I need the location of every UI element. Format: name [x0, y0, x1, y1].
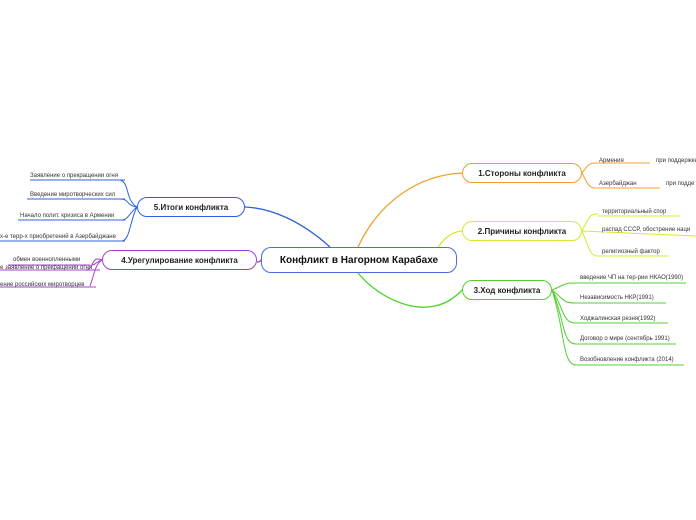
leaf-independence-1991[interactable]: Независимость НКР(1991): [580, 295, 654, 301]
leaf-azerbaijan-territorial-gains[interactable]: х-е терр-х приобретений в Азербайджане: [0, 234, 116, 240]
connector-b1: [357, 172, 463, 248]
branch-causes[interactable]: 2.Причины конфликта: [462, 221, 582, 241]
leaf-azerbaijan[interactable]: Азербайджан: [599, 181, 637, 187]
leaf-armenia-political-crisis[interactable]: Начало полит. кризиса в Армении: [20, 213, 115, 219]
leaf-ceasefire[interactable]: Заявление о прекращении огня: [30, 173, 118, 179]
leaf-ussr-collapse[interactable]: распад СССР, обострение наци: [602, 227, 691, 233]
leaf-territorial-dispute[interactable]: территориальный спор: [602, 209, 667, 215]
leaf-russian-peacekeepers[interactable]: ение российских миротворцев: [0, 282, 85, 288]
branch-settlement[interactable]: 4.Урегулирование конфликта: [102, 250, 257, 270]
branch-sides[interactable]: 1.Стороны конфликта: [462, 163, 582, 183]
leaf-prisoner-exchange[interactable]: обмен военнопленными: [13, 257, 81, 263]
branch-results[interactable]: 5.Итоги конфликта: [137, 197, 245, 217]
connector-b3: [357, 272, 463, 308]
leaf-renewal-2014[interactable]: Возобновление конфликта (2014): [580, 357, 674, 363]
leaf-emergency-1990[interactable]: введение ЧП на тер-рии НКАО(1990): [580, 275, 684, 281]
leaf-peacekeeping-forces[interactable]: Введение миротворческих сил: [30, 192, 116, 198]
leaf-ceasefire-statement[interactable]: е заявление о прекращении огня: [0, 265, 93, 271]
branch-course[interactable]: 3.Ход конфликта: [462, 280, 552, 300]
central-topic[interactable]: Конфликт в Нагорном Карабахе: [261, 247, 457, 273]
leaf-khojaly-1992[interactable]: Ходжалинская резня(1992): [580, 316, 656, 322]
leaf-azerbaijan-support[interactable]: при подде: [666, 181, 695, 187]
leaf-armenia[interactable]: Армения: [599, 158, 624, 164]
leaf-religious-factor[interactable]: религиозный фактор: [602, 249, 660, 255]
connector-b5: [244, 206, 331, 248]
leaf-peace-treaty-1991[interactable]: Договор о мире (сентябрь 1991): [580, 336, 670, 342]
leaf-armenia-support[interactable]: при поддержке: [656, 158, 696, 164]
connector-b4: [256, 259, 262, 263]
